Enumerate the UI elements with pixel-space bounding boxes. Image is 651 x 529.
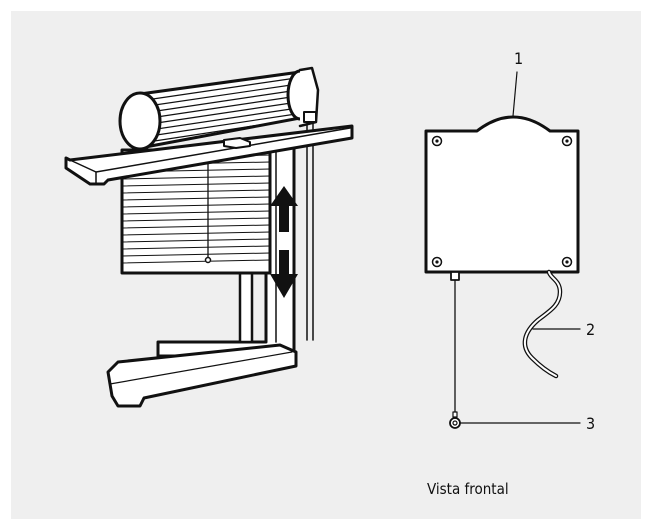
housing-screws xyxy=(431,135,573,268)
caption-front-view: Vista frontal xyxy=(427,480,509,498)
sensor-connector xyxy=(450,271,460,281)
bracket-clip xyxy=(303,111,317,123)
callout-3: 3 xyxy=(586,414,595,433)
up-down-arrows xyxy=(270,186,298,298)
arrow-up-icon xyxy=(270,186,298,232)
control-unit-housing xyxy=(424,115,580,274)
callout-1-leader xyxy=(512,71,518,117)
blind-pull-knob xyxy=(204,256,212,264)
power-cable xyxy=(522,269,563,379)
roller-shutter-illustration xyxy=(64,66,354,408)
callout-2: 2 xyxy=(586,320,595,339)
control-unit-front-view xyxy=(424,71,581,429)
roller-end-cap-left xyxy=(118,91,162,151)
window-sill xyxy=(106,343,298,408)
roller-tube-ribs xyxy=(145,77,299,143)
arrow-down-icon xyxy=(270,250,298,298)
callout-1: 1 xyxy=(514,49,523,68)
motor-box xyxy=(223,137,251,149)
